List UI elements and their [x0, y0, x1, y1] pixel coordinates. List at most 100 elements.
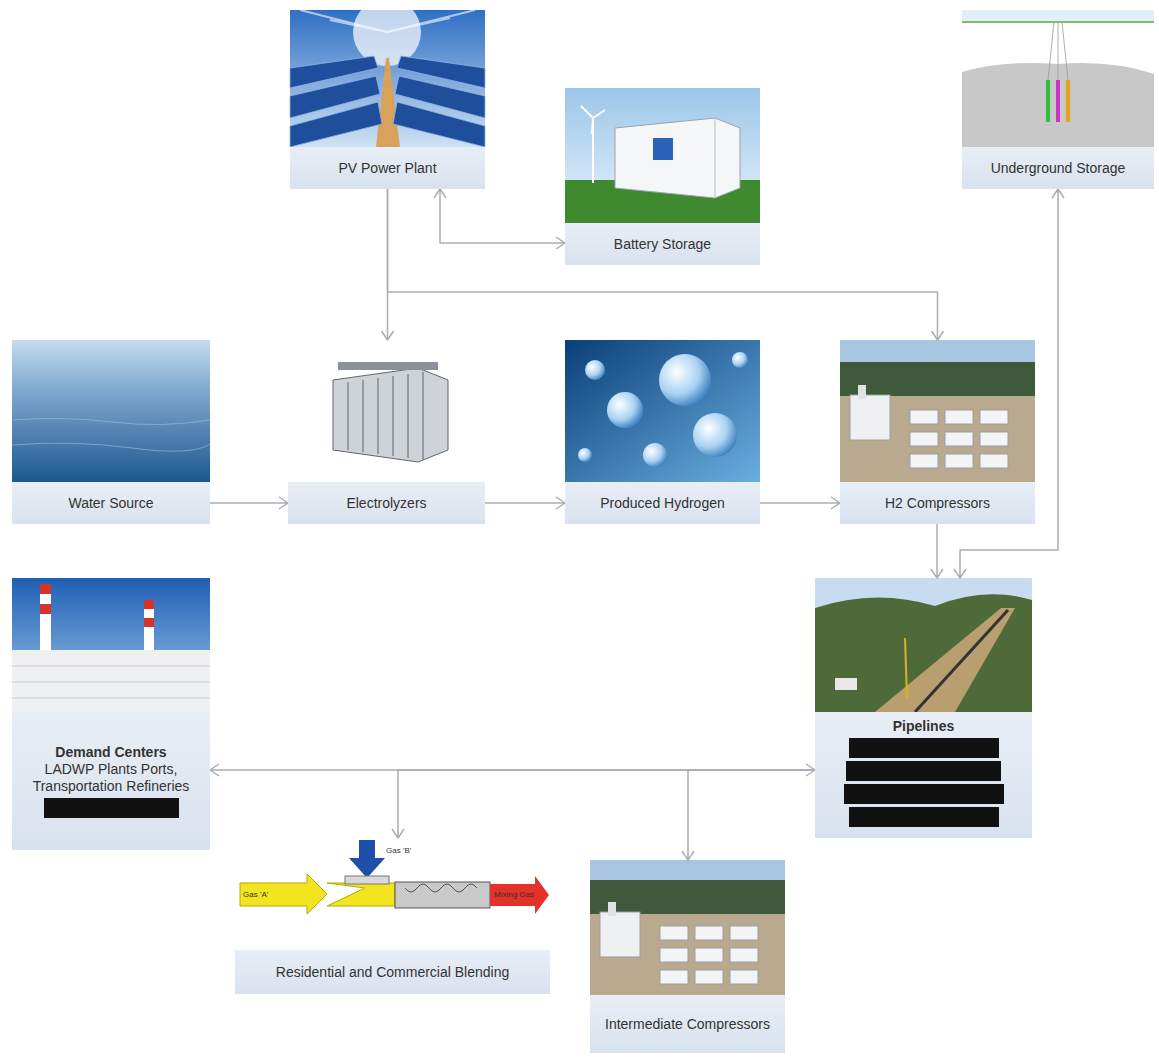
sun-rays	[300, 10, 475, 32]
logo	[653, 138, 673, 160]
top-rail	[338, 362, 438, 370]
building	[850, 395, 890, 440]
gas-b-arrow	[349, 840, 385, 878]
image-area	[565, 88, 760, 223]
flow-arrow	[392, 770, 815, 838]
panel-label: Residential and Commercial Blending	[276, 964, 509, 981]
caption-panel: Battery Storage	[565, 223, 760, 265]
caption-panel: H2 Compressors	[840, 482, 1035, 524]
redaction-bar	[44, 798, 179, 818]
waves	[12, 418, 210, 451]
unit	[910, 410, 938, 424]
image-panel: Electrolyzers	[288, 340, 485, 524]
caption-panel: Electrolyzers	[288, 482, 485, 524]
blending-illustration	[235, 838, 550, 950]
redaction-bar	[849, 807, 999, 827]
background	[288, 340, 485, 482]
panel-label: Water Source	[68, 495, 153, 512]
solar-panel	[290, 102, 382, 147]
unit	[980, 454, 1008, 468]
container-edge	[715, 118, 716, 198]
image-panel: H2 Compressors	[840, 340, 1035, 524]
background	[235, 838, 550, 950]
well-orange	[1066, 80, 1070, 122]
image-panel: Intermediate Compressors	[590, 860, 785, 1053]
pipeline-illustration	[815, 578, 1032, 712]
hydrogen-illustration	[565, 340, 760, 482]
caption-panel: Produced Hydrogen	[565, 482, 760, 524]
background	[962, 10, 1154, 147]
flow-arrow	[210, 497, 288, 509]
chimney	[40, 584, 51, 650]
plant-building	[12, 650, 210, 712]
trees	[840, 362, 1035, 396]
flow-arrow	[931, 524, 943, 578]
unit	[660, 948, 688, 962]
unit	[660, 926, 688, 940]
image-panel: Water Source	[12, 340, 210, 524]
mixer	[395, 882, 490, 908]
unit	[730, 970, 758, 984]
gas-label: Mixing Gas	[494, 890, 534, 900]
well-green	[1046, 80, 1050, 122]
gas-label: Gas 'B'	[386, 846, 411, 856]
panel-label: Battery Storage	[614, 236, 711, 253]
underground-illustration	[962, 10, 1154, 147]
electrolyzer-illustration	[288, 340, 485, 482]
image-area	[815, 578, 1032, 712]
surface	[962, 10, 1154, 22]
background	[565, 340, 760, 482]
image-area	[565, 340, 760, 482]
caption-panel: Demand CentersLADWP Plants Ports, Transp…	[12, 712, 210, 850]
image-panel: Battery Storage	[565, 88, 760, 265]
chimney-stripe	[144, 618, 154, 627]
ground	[840, 340, 1035, 482]
vehicle	[835, 678, 857, 690]
image-panel: PV Power Plant	[290, 10, 485, 189]
chimney-stripe	[144, 600, 154, 609]
caption-panel: PV Power Plant	[290, 147, 485, 189]
unit	[980, 432, 1008, 446]
trees	[590, 880, 785, 914]
bubble	[643, 443, 667, 467]
redaction-bar	[844, 784, 1004, 804]
solar-panel	[393, 102, 485, 147]
chimney-stripe	[40, 604, 51, 614]
sun-glow	[353, 0, 421, 66]
unit	[945, 410, 973, 424]
gas-label: Gas 'A'	[243, 890, 268, 900]
unit	[945, 454, 973, 468]
unit	[695, 926, 723, 940]
image-area	[840, 340, 1035, 482]
sea	[12, 340, 210, 482]
building	[600, 912, 640, 957]
unit	[695, 948, 723, 962]
unit	[695, 970, 723, 984]
flow-arrow	[388, 189, 944, 340]
flow-arrow	[760, 497, 840, 509]
flow-arrow	[434, 189, 565, 249]
cells	[348, 372, 423, 460]
image-area	[590, 860, 785, 995]
panel-heading: Pipelines	[893, 718, 954, 735]
panel-label: H2 Compressors	[885, 495, 990, 512]
unit	[730, 948, 758, 962]
water-illustration	[12, 340, 210, 482]
image-area	[12, 340, 210, 482]
panel-label: Intermediate Compressors	[605, 1016, 770, 1033]
hills	[815, 594, 1032, 712]
panel-label: Underground Storage	[991, 160, 1126, 177]
sky	[565, 88, 760, 223]
mixing-wedge	[327, 883, 395, 906]
redaction-bar	[846, 761, 1001, 781]
panel-label: LADWP Plants Ports, Transportation Refin…	[20, 761, 202, 795]
path-ground	[376, 58, 400, 147]
compressor-illustration	[590, 860, 785, 995]
image-panel: Residential and Commercial Blending	[235, 838, 550, 994]
chimney-stripe	[40, 584, 51, 594]
image-panel: Pipelines	[815, 578, 1032, 838]
battery-illustration	[565, 88, 760, 223]
bubble	[693, 413, 737, 457]
redaction-bar	[849, 738, 999, 758]
